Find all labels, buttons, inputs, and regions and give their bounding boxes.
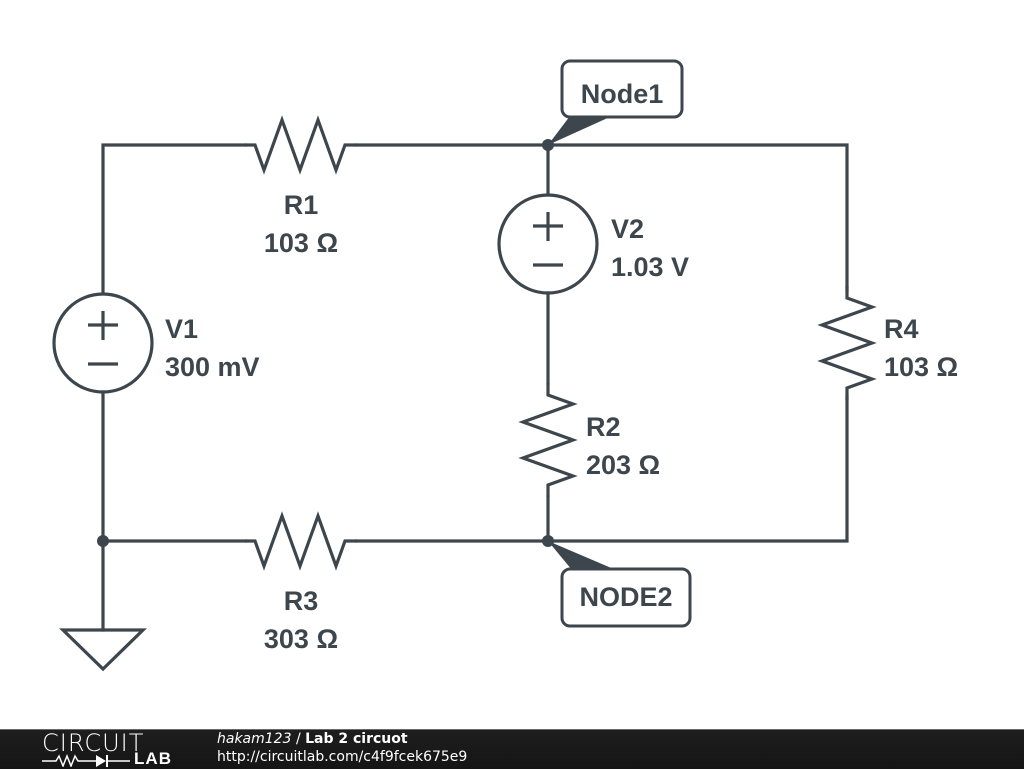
wire-right-bottom <box>546 395 849 543</box>
wire-left-top <box>101 143 247 295</box>
resistor-diode-logo-icon <box>42 753 130 767</box>
voltage-source-v1-value: 300 mV <box>165 352 260 382</box>
node-label-node1[interactable]: Node1 <box>548 59 684 145</box>
username-link[interactable]: hakam123 <box>217 731 292 747</box>
plus-icon <box>88 311 118 340</box>
ground-icon[interactable] <box>59 628 147 672</box>
logo-text-lab: LAB <box>134 749 172 768</box>
node-label-node1-text: Node1 <box>581 79 664 109</box>
resistor-r2-name: R2 <box>586 412 621 442</box>
node-label-node2-text: NODE2 <box>579 582 672 612</box>
voltage-source-v1-name: V1 <box>165 314 198 344</box>
resistor-r3-value: 303 Ω <box>264 624 338 654</box>
resistor-r4[interactable]: R4 103 Ω <box>817 286 958 400</box>
node-label-node1-box <box>560 59 684 119</box>
circuit-url[interactable]: http://circuitlab.com/c4f9fcek675e9 <box>217 749 468 765</box>
resistor-r3[interactable]: R3 303 Ω <box>245 511 357 654</box>
circuit-info: hakam123 / Lab 2 circuot <box>217 731 408 747</box>
voltage-source-v2-name: V2 <box>611 214 644 244</box>
node-label-node1-pointer <box>548 116 612 145</box>
resistor-r3-symbol <box>245 511 357 571</box>
resistor-r4-name: R4 <box>884 314 919 344</box>
resistor-r3-name: R3 <box>284 586 319 616</box>
separator: / <box>291 731 306 747</box>
plus-icon <box>533 212 563 241</box>
resistor-r1-symbol <box>245 115 357 175</box>
voltage-source-v2[interactable]: V2 1.03 V <box>497 193 689 295</box>
node-label-node2[interactable]: NODE2 <box>548 541 692 628</box>
voltage-source-v2-value: 1.03 V <box>611 252 689 282</box>
node-label-node2-box <box>560 567 692 628</box>
resistor-r2[interactable]: R2 203 Ω <box>518 383 660 497</box>
resistor-r4-symbol <box>817 286 877 400</box>
voltage-source-v1-circle <box>52 292 154 394</box>
circuit-schematic: R1 103 Ω R3 303 Ω R2 203 Ω R4 103 Ω V1 3… <box>52 59 958 672</box>
wire-top-right <box>546 143 849 292</box>
node-label-node2-pointer <box>548 541 616 570</box>
junction-ground <box>97 535 109 547</box>
resistor-r1-name: R1 <box>284 190 319 220</box>
wires <box>101 143 849 632</box>
resistor-r2-value: 203 Ω <box>586 450 660 480</box>
voltage-source-v1[interactable]: V1 300 mV <box>52 292 260 394</box>
resistor-r2-symbol <box>518 383 578 497</box>
resistor-r1-value: 103 Ω <box>264 228 338 258</box>
resistor-r4-value: 103 Ω <box>884 352 958 382</box>
resistor-r1[interactable]: R1 103 Ω <box>245 115 357 258</box>
footer-bar: CIRCUIT LAB hakam123 / Lab 2 circuot htt… <box>0 729 1024 769</box>
circuit-title: Lab 2 circuot <box>305 731 408 747</box>
circuitlab-logo[interactable]: CIRCUIT LAB <box>40 729 176 768</box>
logo-text-circuit: CIRCUIT <box>42 729 145 757</box>
voltage-source-v2-circle <box>497 193 599 295</box>
